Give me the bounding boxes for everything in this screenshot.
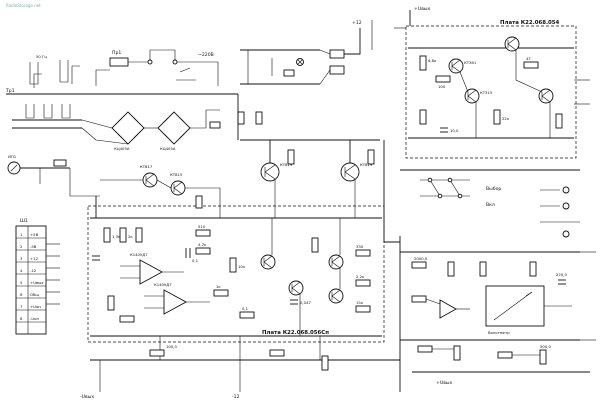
top-middle-block: +12: [240, 20, 362, 85]
right-lower-section: Вольтметр 220,0 +Uвых 2000,0 500,0: [399, 236, 596, 392]
pin-signal-3: +12: [30, 256, 39, 261]
bottom-rail: -Uвых -12 100,0: [80, 336, 400, 400]
r-val-10: 15к: [356, 300, 364, 305]
plus-right-label: +Uвых: [414, 6, 431, 12]
pin-signal-7: +Uоп: [30, 304, 41, 309]
meter-box: [485, 285, 545, 327]
power-transistors-mid: КТ819 КТ819: [240, 139, 380, 218]
q-left-2-label: КТ815: [170, 172, 183, 177]
mode-switch: Выбор Вкл: [400, 169, 580, 238]
pin-signal-8: -Uоп: [30, 316, 39, 321]
r-val-5: 10к: [238, 264, 246, 269]
pin-7: 7: [20, 304, 23, 309]
q-left-1-label: КТ817: [140, 164, 153, 169]
r-val-7: 0,1: [242, 306, 249, 311]
r-val-4: 4,7к: [198, 242, 207, 247]
bridge-2-label: КЦ405А: [160, 146, 176, 151]
pin-6: 6: [20, 292, 23, 297]
rectifier-bridge-2: КЦ405А: [157, 111, 191, 151]
bridge-1-label: КЦ405А: [114, 146, 130, 151]
c-val-5: 220,0: [556, 272, 567, 277]
fuse-label: Пр1: [112, 50, 121, 56]
indicator-meter: ИП1: [7, 154, 100, 197]
c-val-6: 2000,0: [414, 256, 428, 261]
pin-signal-1: +5В: [30, 232, 39, 237]
right-board-outline: [405, 25, 577, 159]
q-mid-2-label: КТ819: [360, 162, 373, 167]
plus-out-label: +Uвых: [436, 380, 453, 386]
r-val-2: 2к: [128, 234, 133, 239]
q-right-2-label: КТ315: [480, 90, 493, 95]
transformer-label: Тр1: [5, 88, 15, 94]
pin-signal-6: Общ: [30, 292, 39, 297]
minus12-label: -12: [232, 394, 240, 400]
board-capacitors: 0,1 0,047: [92, 248, 311, 305]
main-board-outline: [87, 205, 385, 343]
right-board-label: Плата К22.068.054: [500, 20, 559, 26]
watermark: RadioStorage.net: [6, 3, 41, 8]
r-val-9: 2,2к: [356, 274, 365, 279]
r-val-1: 1,3к: [112, 234, 121, 239]
opamp-1-label: К140УД7: [130, 252, 148, 257]
pin-4: 4: [20, 268, 23, 273]
wave-label-1: 50 Гц: [36, 54, 47, 59]
mains-input-block: Тр1 50 Гц Пр1 ~220В: [5, 49, 238, 95]
r-val-12: 100: [438, 84, 446, 89]
switch-mode-label: Выбор: [486, 186, 501, 192]
volt-meter-label: Вольтметр: [488, 330, 510, 335]
opamp-1: К140УД7: [120, 252, 184, 285]
board-resistors: 1,3к 2к 510 4,7к 10к 1к 0,1: [103, 224, 255, 323]
r-val-6: 1к: [216, 284, 221, 289]
right-upper-board: +Uвых КТ361 КТ315 6,8к 100 22к 47: [408, 6, 590, 139]
c-val-1: 0,1: [192, 258, 199, 263]
r-val-14: 47: [526, 56, 531, 61]
c-val-2: 0,047: [300, 300, 311, 305]
pin-3: 3: [20, 256, 23, 261]
indicator-label: ИП1: [8, 154, 17, 159]
main-board-label: Плата К22.068.056Сп: [262, 330, 329, 336]
connector-panel: Ш1 1 2 3 4 5 6 7 8 +5В -5В +12 -12 +Uвых…: [15, 218, 60, 335]
pin-signal-2: -5В: [30, 244, 37, 249]
c-val-4: 10,0: [450, 128, 459, 133]
transformer-windings: [12, 104, 82, 129]
minus-out-label: -Uвых: [80, 394, 94, 400]
r-val-13: 22к: [502, 116, 510, 121]
transistor-block-left: КТ817 КТ815: [100, 164, 221, 218]
pin-8: 8: [20, 316, 23, 321]
c-val-3: 100,0: [166, 344, 177, 349]
r-val-11: 6,8к: [428, 58, 437, 63]
c-val-7: 500,0: [540, 344, 551, 349]
opamp-2: К140УД7: [144, 282, 210, 315]
pin-2: 2: [20, 244, 23, 249]
pin-5: 5: [20, 280, 23, 285]
board-transistors-lower: 330 2,2к 15к: [260, 218, 371, 336]
r-val-3: 510: [198, 224, 206, 229]
pin-1: 1: [20, 232, 23, 237]
rectifier-bridge-1: КЦ405А: [111, 111, 145, 151]
q-mid-1-label: КТ819: [280, 162, 293, 167]
mains-voltage-label: ~220В: [198, 52, 214, 58]
connector-label: Ш1: [20, 218, 28, 224]
switch-on-label: Вкл: [486, 202, 495, 208]
opamp-2-label: К140УД7: [154, 282, 172, 287]
q-right-1-label: КТ361: [464, 60, 477, 65]
plus12-label: +12: [352, 20, 362, 26]
r-val-8: 330: [356, 244, 364, 249]
pin-signal-4: -12: [30, 268, 37, 273]
pin-signal-5: +Uвых: [30, 280, 44, 285]
